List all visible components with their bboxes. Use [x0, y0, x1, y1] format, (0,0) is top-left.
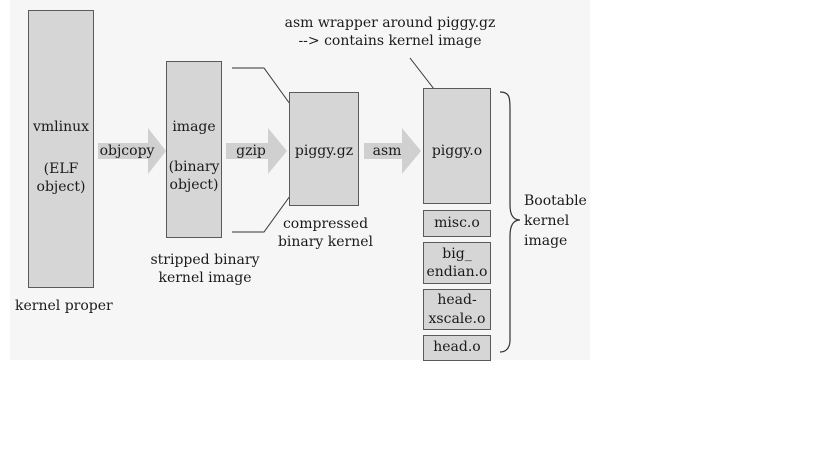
vmlinux-sub2: object): [36, 179, 86, 195]
head-xscale-o-box: [423, 289, 491, 330]
piggy-o-box: [423, 88, 491, 204]
image-box: [166, 61, 222, 238]
compressed-caption-line1: compressed: [282, 216, 369, 232]
bootable-brace: [499, 91, 521, 353]
asm-label: asm: [372, 143, 402, 159]
big-endian-o-line1: big_: [442, 246, 472, 262]
misc-o-box: [423, 210, 491, 237]
expansion-line-bottom: [232, 195, 291, 233]
vmlinux-label: vmlinux: [32, 119, 90, 135]
image-sub2: object): [169, 177, 219, 193]
wrapper-caption-line1: asm wrapper around piggy.gz: [284, 15, 496, 31]
vmlinux-box: [28, 10, 94, 288]
objcopy-arrow: [98, 128, 166, 174]
bootable-caption-line2: kernel: [524, 213, 570, 229]
head-xscale-o-line2: xscale.o: [428, 311, 486, 327]
wrapper-caption-line2: --> contains kernel image: [298, 33, 482, 49]
compressed-caption-line2: binary kernel: [277, 234, 374, 250]
vmlinux-sub1: (ELF: [43, 161, 79, 177]
stripped-caption-line1: stripped binary: [150, 252, 260, 268]
image-label: image: [172, 119, 216, 135]
gzip-arrow: [226, 128, 287, 174]
stripped-caption-line2: kernel image: [158, 270, 252, 286]
expansion-line-top: [232, 67, 291, 105]
wrapper-pointer-line: [409, 57, 435, 90]
image-sub1: (binary: [168, 159, 220, 175]
bootable-caption-line3: image: [524, 233, 568, 249]
kernel-proper-caption: kernel proper: [15, 298, 113, 314]
head-o-label: head.o: [433, 339, 481, 355]
big-endian-o-box: [423, 242, 491, 284]
bootable-caption-line1: Bootable: [524, 193, 587, 209]
piggy-o-label: piggy.o: [431, 143, 483, 159]
misc-o-label: misc.o: [434, 215, 480, 231]
asm-arrow: [364, 128, 421, 174]
gzip-label: gzip: [236, 143, 266, 159]
piggy-gz-box: [289, 92, 359, 206]
piggy-gz-label: piggy.gz: [294, 143, 354, 159]
head-xscale-o-line1: head-: [437, 292, 477, 308]
objcopy-label: objcopy: [99, 143, 155, 159]
head-o-box: [423, 335, 491, 361]
big-endian-o-line2: endian.o: [426, 264, 488, 280]
